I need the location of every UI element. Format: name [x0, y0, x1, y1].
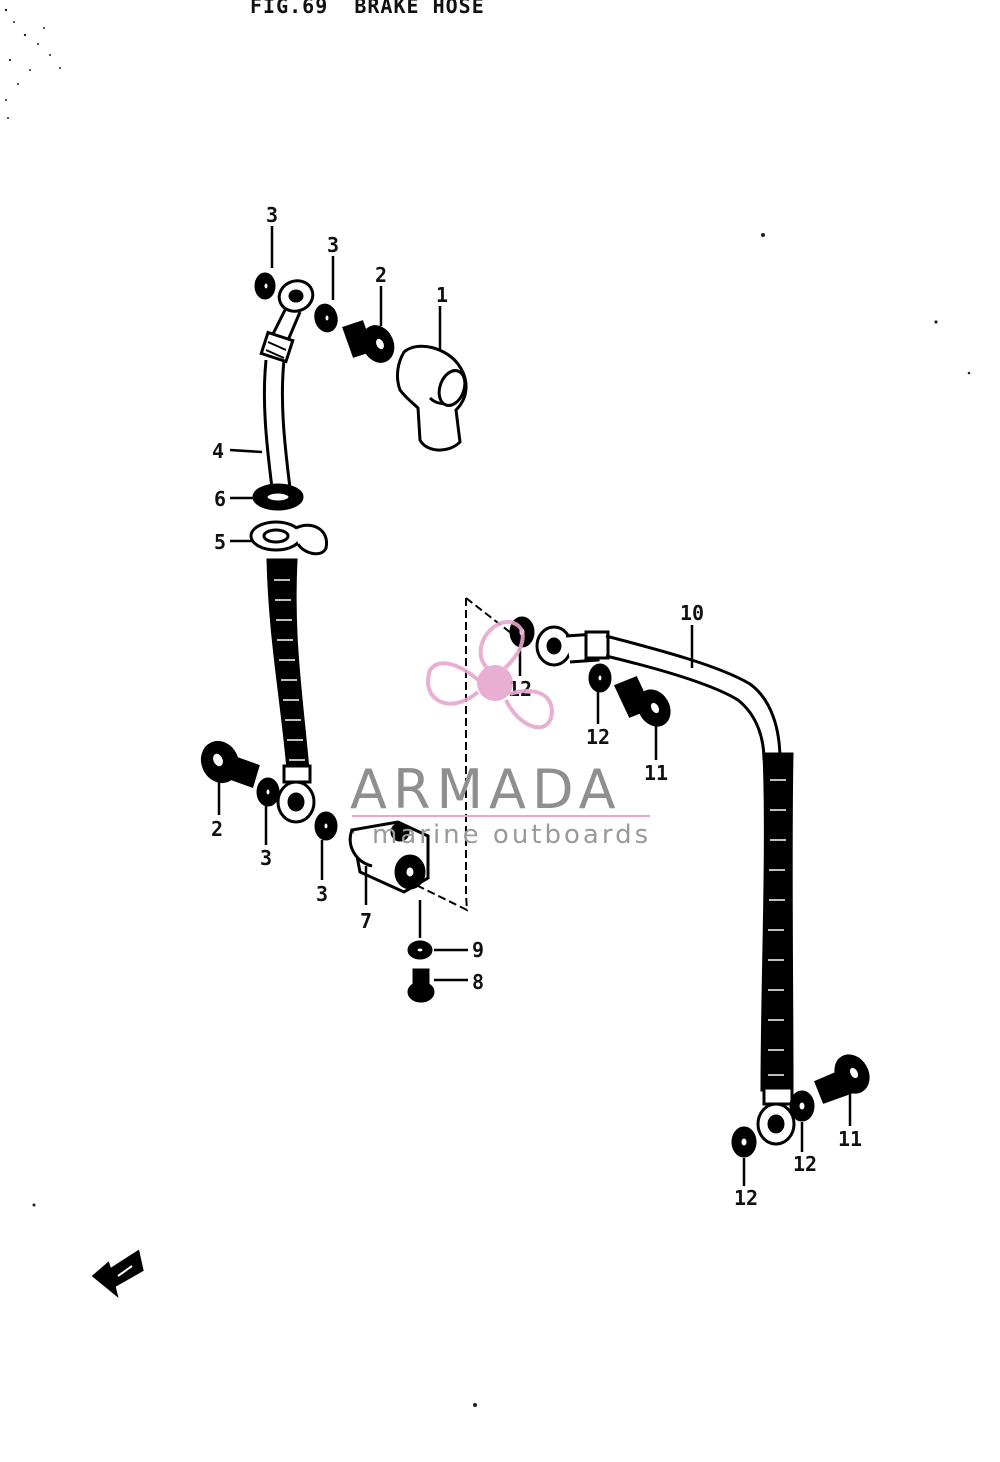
washer-3-upper-left	[254, 272, 276, 300]
brake-hose-4-upper	[262, 359, 292, 489]
washer-3-lower-left	[256, 777, 280, 807]
callout-12-upper-right: 12	[586, 725, 610, 749]
washer-12-right-lower-b	[789, 1090, 815, 1122]
washer-12-right-upper-b	[588, 663, 612, 693]
washer-3-lower-right	[314, 811, 338, 841]
union-bolt-2-lower	[200, 741, 260, 788]
watermark-brand: ARMADA	[350, 758, 622, 821]
washer-12-right-lower-a	[731, 1126, 757, 1158]
callout-3-lower-right: 3	[316, 882, 328, 906]
master-cylinder-fitting-1	[395, 344, 468, 452]
callout-1: 1	[436, 283, 448, 307]
brake-hose-joint-7	[348, 820, 430, 894]
grommet-6	[252, 483, 304, 511]
callout-3-lower-left: 3	[260, 846, 272, 870]
callout-12-lower-right: 12	[793, 1152, 817, 1176]
callout-4: 4	[212, 439, 224, 463]
callout-11-upper: 11	[644, 761, 668, 785]
callout-10: 10	[680, 601, 704, 625]
figure-title: FIG.69 BRAKE HOSE	[250, 0, 485, 18]
brake-hose-4-braided	[266, 558, 310, 772]
brake-hose-10-upper	[605, 634, 782, 761]
brake-hose-10-braided	[760, 752, 794, 1092]
callout-3-upper-right: 3	[327, 233, 339, 257]
washer-9	[407, 940, 433, 960]
callout-7: 7	[360, 909, 372, 933]
callout-9: 9	[472, 938, 484, 962]
leader-lines	[217, 226, 852, 1186]
callout-6: 6	[214, 487, 226, 511]
watermark-divider	[352, 815, 650, 817]
callout-8: 8	[472, 970, 484, 994]
callout-12-lower-left: 12	[734, 1186, 758, 1210]
callout-2-upper: 2	[375, 263, 387, 287]
union-bolt-11-lower	[814, 1054, 870, 1104]
bolt-8	[407, 968, 435, 1003]
propeller-logo-icon	[426, 619, 555, 730]
right-upper-banjo	[535, 625, 610, 667]
watermark-tagline: marine outboards	[372, 820, 652, 850]
front-direction-arrow-icon	[91, 1249, 144, 1299]
upper-banjo-fitting	[259, 279, 315, 364]
callout-3-upper-left: 3	[266, 203, 278, 227]
assembly-guide-line	[409, 597, 521, 912]
union-bolt-2-upper	[342, 320, 395, 363]
union-bolt-11-upper	[613, 676, 671, 727]
scan-noise	[4, 8, 971, 1407]
washer-3-upper-right	[314, 303, 338, 333]
callout-2-lower: 2	[211, 817, 223, 841]
callout-11-lower: 11	[838, 1127, 862, 1151]
right-lower-banjo	[756, 1086, 796, 1146]
lower-banjo-fitting-left	[276, 764, 316, 824]
callout-5: 5	[214, 530, 226, 554]
hose-clamp-5	[249, 520, 329, 556]
